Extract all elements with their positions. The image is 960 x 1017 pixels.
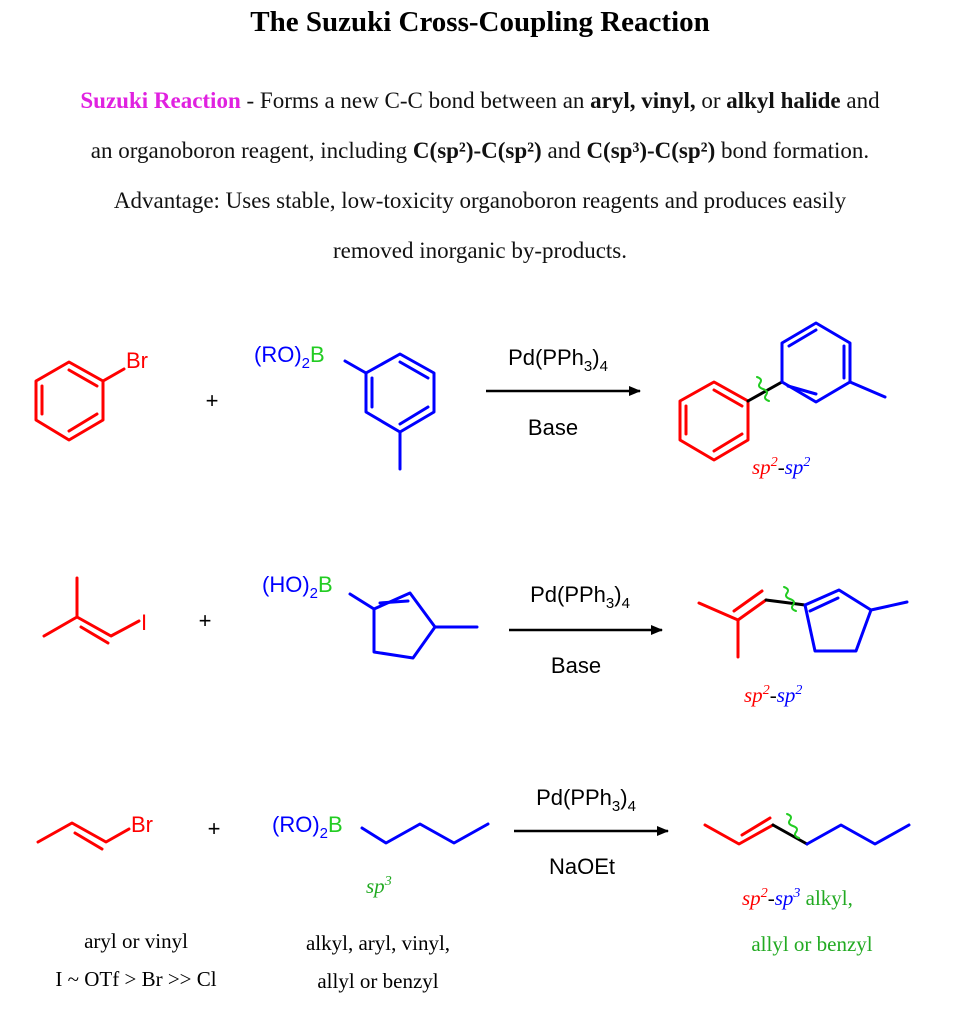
intro-text: bond formation. [715, 138, 870, 163]
bromobenzene-structure [34, 360, 126, 442]
butyl-chain-structure [360, 822, 490, 845]
bond-type-label: sp2-sp2 [752, 455, 810, 479]
scope-notes: aryl or vinyl I ~ OTf > Br >> Cl alkyl, … [55, 929, 450, 993]
bond-type-label: sp2-sp2 [744, 683, 802, 707]
product-alkene-structure [703, 813, 911, 846]
base-label: Base [551, 653, 601, 678]
reaction-2: I + (HO)2B Pd(PPh3)4 Base s [42, 572, 909, 707]
vinyl-bromide-structure [36, 821, 131, 851]
boron-group-label: (RO)2B [272, 812, 343, 842]
cyclopentenyl-structure [348, 591, 479, 660]
intro-text: and [840, 88, 880, 113]
intro-line-4: removed inorganic by-products. [332, 238, 628, 263]
bond-type-label-line2: allyl or benzyl [751, 932, 872, 956]
base-label: Base [528, 415, 578, 440]
boron-scope-line1: alkyl, aryl, vinyl, [306, 931, 450, 955]
product-biaryl-structure [678, 321, 887, 462]
halide-atom-label: Br [131, 812, 153, 837]
halide-atom-label: Br [126, 348, 148, 373]
intro-text: and [541, 138, 587, 163]
catalyst-label: Pd(PPh3)4 [508, 345, 608, 375]
intro-bold: C(sp³)-C(sp²) [586, 138, 716, 163]
halide-scope-line2: I ~ OTf > Br >> Cl [55, 967, 216, 991]
catalyst-label: Pd(PPh3)4 [530, 582, 630, 612]
plus-sign: + [199, 608, 212, 633]
bond-type-label: sp2-sp3 alkyl, [742, 886, 853, 910]
plus-sign: + [208, 816, 221, 841]
intro-text: - Forms a new C-C bond between an [240, 88, 591, 113]
tolyl-ring-structure [343, 352, 436, 471]
base-label: NaOEt [549, 854, 615, 879]
product-diene-structure [697, 586, 909, 659]
intro-line-1: Suzuki Reaction - Forms a new C-C bond b… [0, 88, 960, 114]
sp3-note: sp3 [366, 874, 392, 898]
page-title: The Suzuki Cross-Coupling Reaction [250, 6, 710, 38]
halide-scope-line1: aryl or vinyl [84, 929, 188, 953]
intro-bold: alkyl halide [726, 88, 841, 113]
halide-atom-label: I [141, 610, 147, 635]
intro-text: an organoboron reagent, including [90, 138, 413, 163]
plus-sign: + [206, 388, 219, 413]
intro-text: or [695, 88, 727, 113]
intro-line-3: Advantage: Uses stable, low-toxicity org… [113, 188, 847, 213]
vinyl-iodide-structure [42, 576, 141, 645]
intro-line-2: an organoboron reagent, including C(sp²)… [0, 138, 960, 164]
reaction-3: Br + (RO)2B sp3 Pd(PPh3)4 NaOEt sp2-sp3 … [36, 785, 911, 956]
catalyst-label: Pd(PPh3)4 [536, 785, 636, 815]
intro-bold: C(sp²)-C(sp²) [412, 138, 542, 163]
term-suzuki-reaction: Suzuki Reaction [80, 88, 241, 113]
intro-bold: aryl, vinyl, [590, 88, 696, 113]
boron-group-label: (HO)2B [262, 572, 333, 602]
boron-scope-line2: allyl or benzyl [317, 969, 438, 993]
reaction-1: Br + (RO)2B Pd(PPh3)4 Base [34, 321, 887, 479]
boron-group-label: (RO)2B [254, 342, 325, 372]
